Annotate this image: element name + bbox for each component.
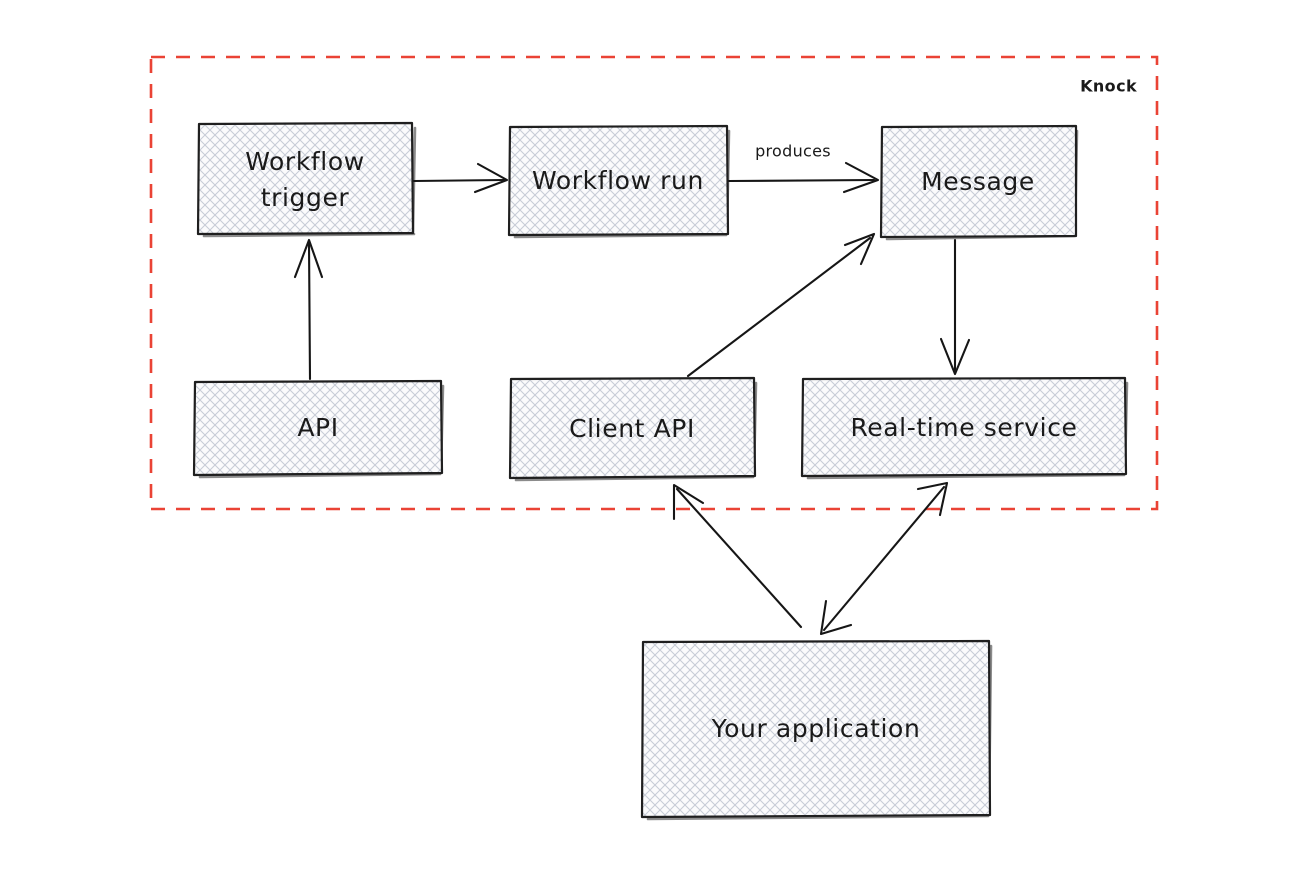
edge-line (307, 241, 312, 381)
edge-label-produces: produces (755, 142, 831, 161)
edge-message-to-realtime (939, 238, 971, 376)
node-label: Client API (569, 414, 695, 443)
node-your-application[interactable]: Your application (640, 639, 993, 821)
arrow-head-bottom (819, 599, 853, 636)
node-label-line1: Workflow (245, 147, 365, 176)
edge-run-to-message: produces (727, 142, 880, 194)
node-label: Real-time service (850, 413, 1077, 442)
node-shape (640, 639, 992, 819)
node-api[interactable]: API (192, 379, 445, 479)
edge-api-to-trigger (293, 238, 324, 381)
node-client-api[interactable]: Client API (508, 376, 758, 482)
edge-trigger-to-run (412, 162, 509, 194)
node-shape (196, 121, 415, 236)
edge-line (412, 178, 506, 183)
node-label: API (297, 413, 338, 442)
node-real-time-service[interactable]: Real-time service (800, 376, 1129, 480)
node-shape (192, 379, 444, 477)
edge-line (675, 487, 803, 629)
arrow-head (473, 162, 509, 194)
node-workflow-run[interactable]: Workflow run (507, 124, 731, 239)
edge-client-api-to-message (686, 232, 876, 378)
group-knock: Knock (149, 55, 1159, 511)
node-message[interactable]: Message (879, 124, 1079, 241)
arrow-head (939, 337, 971, 376)
group-knock-label: Knock (1080, 77, 1137, 96)
node-label: Your application (711, 714, 921, 743)
arrow-head (842, 161, 880, 194)
node-workflow-trigger[interactable]: Workflow trigger (196, 121, 417, 238)
node-label: Message (921, 167, 1035, 196)
node-shape (507, 124, 730, 237)
group-knock-border (149, 55, 1159, 511)
node-shape (879, 124, 1078, 239)
arrow-head-top (916, 481, 949, 517)
edge-line (727, 178, 876, 183)
arrow-head (843, 232, 876, 266)
arrow-head (293, 238, 324, 279)
edge-line (686, 236, 872, 378)
node-label: Workflow run (532, 166, 704, 195)
arrow-head (672, 483, 705, 521)
edge-realtime-to-app (819, 481, 949, 636)
node-shape (508, 376, 757, 480)
edge-app-to-client-api (672, 483, 803, 629)
node-label-line2: trigger (261, 183, 350, 212)
node-shape (800, 376, 1128, 478)
edge-line (822, 485, 946, 632)
